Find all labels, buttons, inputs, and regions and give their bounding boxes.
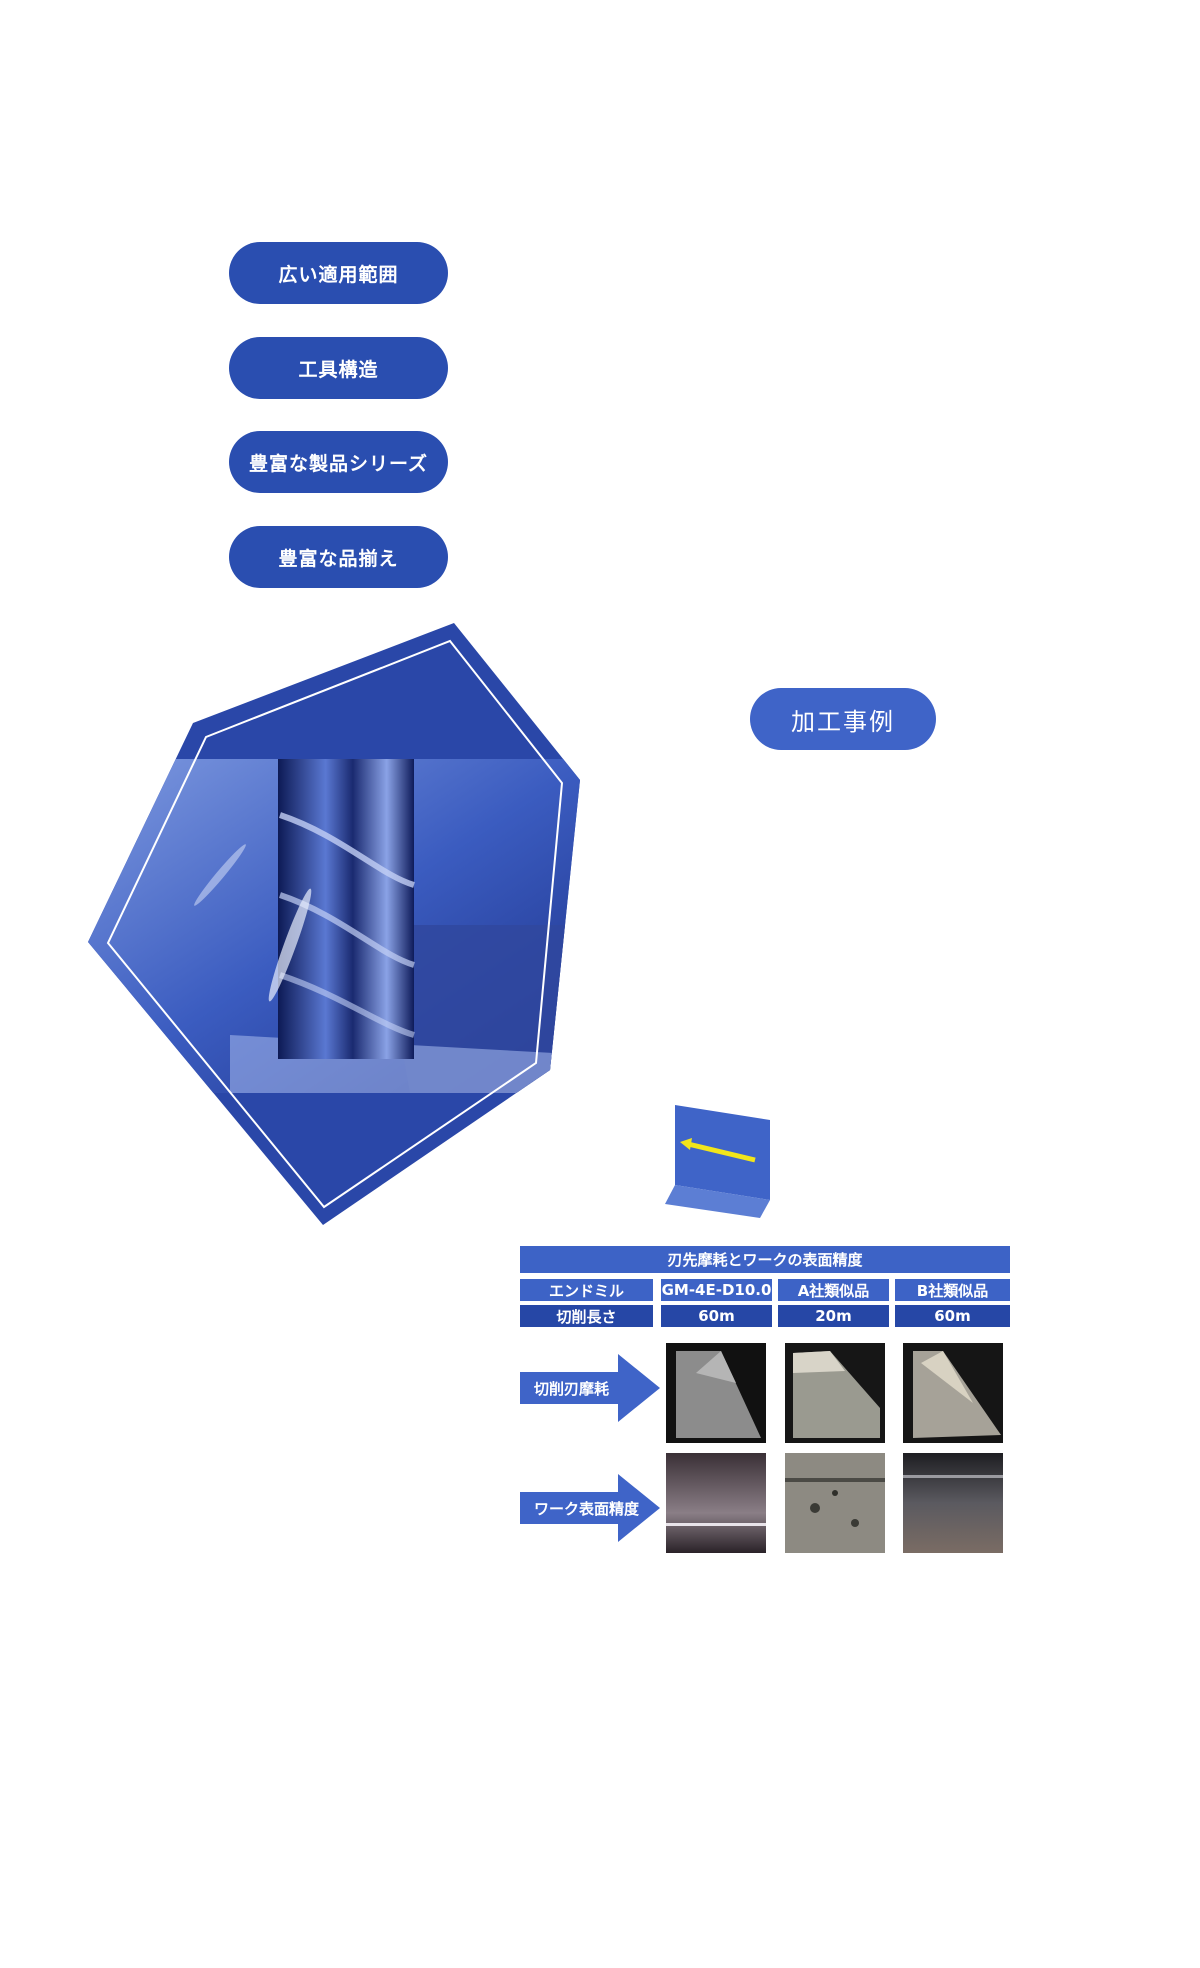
column-header: B社類似品 [895, 1279, 1010, 1301]
surface-photo-b [903, 1453, 1003, 1553]
cutting-length-value: 20m [778, 1305, 889, 1327]
cutting-length-value: 60m [895, 1305, 1010, 1327]
cutting-length-label: 切削長さ [520, 1305, 653, 1327]
surface-photo-a [785, 1453, 885, 1553]
cutting-length-value: 60m [661, 1305, 772, 1327]
row-label-wear: 切削刃摩耗 [520, 1354, 660, 1422]
comparison-title: 刃先摩耗とワークの表面精度 [520, 1246, 1010, 1273]
nav-button-wide-range[interactable]: 広い適用範囲 [229, 242, 448, 304]
wear-photo-b [903, 1343, 1003, 1443]
case-study-button[interactable]: 加工事例 [750, 688, 936, 750]
column-header: A社類似品 [778, 1279, 889, 1301]
header-label-end-mill: エンドミル [520, 1279, 653, 1301]
nav-button-product-lineup[interactable]: 豊富な品揃え [229, 526, 448, 588]
cutting-direction-diagram [660, 1100, 780, 1220]
row-label-surface: ワーク表面精度 [520, 1474, 660, 1542]
end-mill-hexagon-image [80, 615, 590, 1230]
nav-button-product-series[interactable]: 豊富な製品シリーズ [229, 431, 448, 493]
wear-photo-gm [666, 1343, 766, 1443]
surface-photo-gm [666, 1453, 766, 1553]
nav-button-tool-structure[interactable]: 工具構造 [229, 337, 448, 399]
wear-photo-a [785, 1343, 885, 1443]
column-header: GM-4E-D10.0 [661, 1279, 772, 1301]
